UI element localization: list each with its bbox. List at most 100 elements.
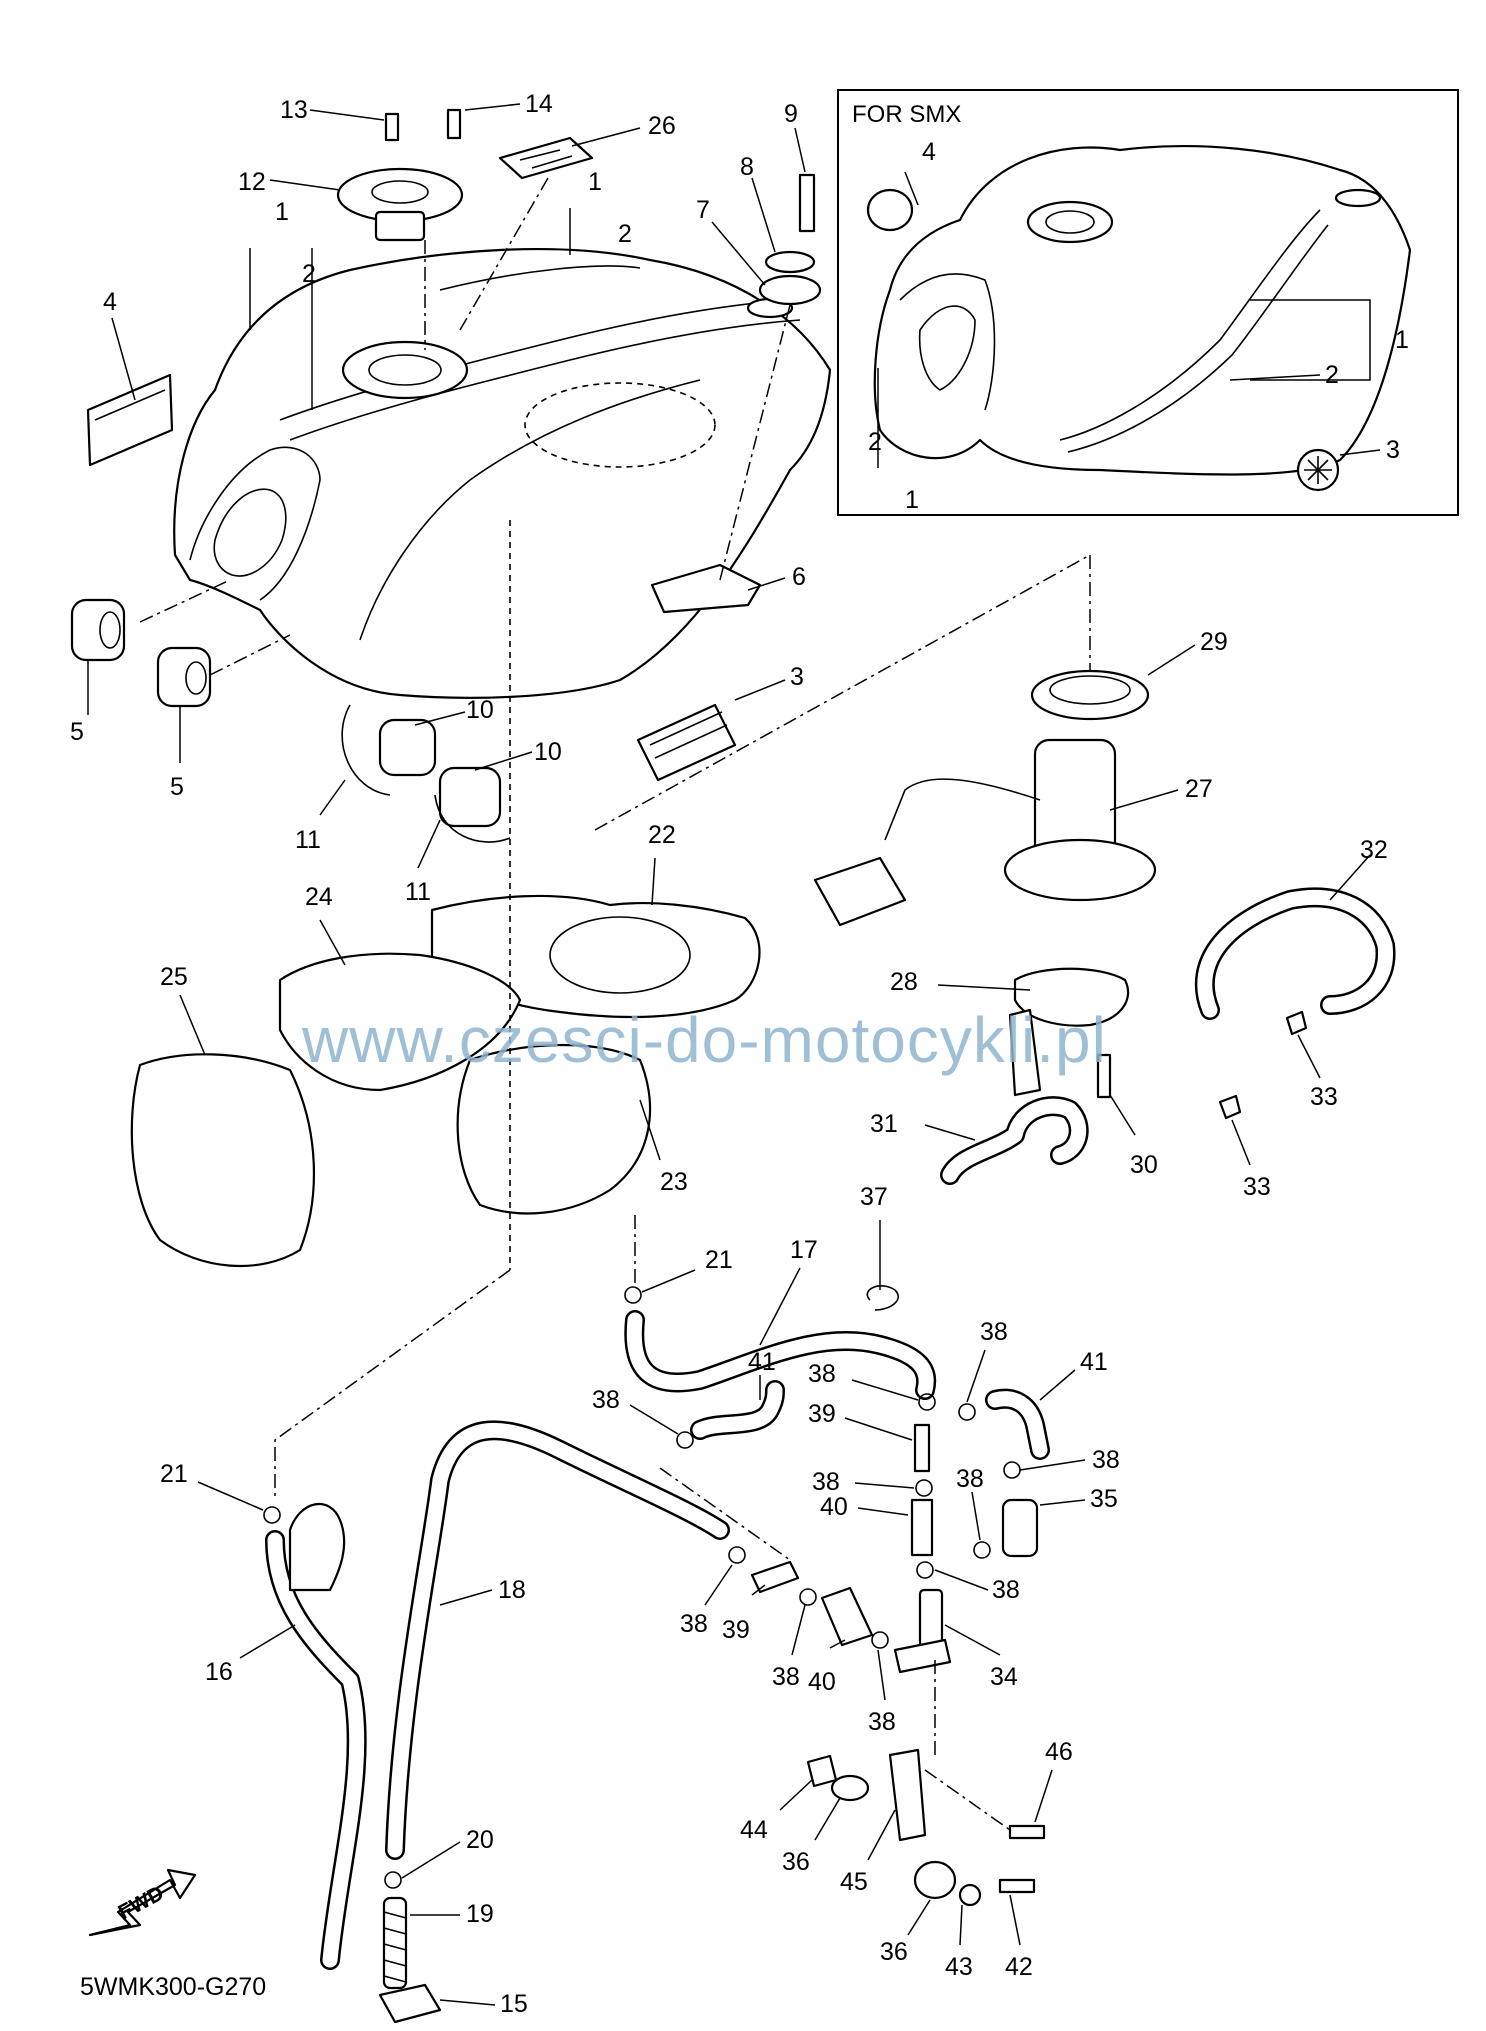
- smx-inset: FOR SMX: [837, 89, 1459, 516]
- fwd-arrow: FWD: [88, 1868, 197, 1937]
- callout-39-a: 39: [808, 1400, 836, 1428]
- callout-8: 8: [740, 153, 754, 181]
- clip-part-38-b: [958, 1403, 976, 1421]
- bolt-part-9: [798, 173, 816, 233]
- ring-nut-part-29-inner: [1049, 675, 1131, 705]
- clip-part-21-a: [624, 1286, 642, 1304]
- fuel-tank-side-contour: [359, 379, 701, 641]
- clip-part-10-b: [438, 766, 502, 828]
- ref-line-pump-diag: [594, 554, 1091, 831]
- heat-shield-set: [130, 894, 761, 1268]
- heat-shield-part-22-hole: [549, 916, 691, 994]
- callout-10-a: 10: [466, 696, 494, 724]
- fwd-arrow-shape: [88, 1868, 197, 1937]
- grommet-part-5-a-hole: [99, 611, 121, 649]
- clamp-set: [341, 704, 511, 843]
- clip-part-10-a: [378, 718, 437, 777]
- callout-33-b: 33: [1243, 1173, 1271, 1201]
- callout-1-a: 1: [275, 198, 289, 226]
- clip-part-21-b: [263, 1506, 281, 1524]
- clamp-part-11-a: [341, 704, 391, 796]
- smx-filler-opening: [1045, 210, 1095, 234]
- callout-45: 45: [840, 1868, 868, 1896]
- smx-stripe-a: [1059, 209, 1321, 441]
- callout-41-b: 41: [1080, 1348, 1108, 1376]
- callout-38-c: 38: [592, 1386, 620, 1414]
- callout-38-f: 38: [956, 1465, 984, 1493]
- fuel-filter-part-35: [1001, 1498, 1039, 1558]
- smx-callout-4: 4: [922, 138, 936, 166]
- heat-shield-part-22: [430, 894, 761, 1019]
- smx-callout-1-a: 1: [1395, 326, 1409, 354]
- label-part-26-lines: [519, 149, 573, 169]
- grommet-part-5-b: [156, 646, 212, 708]
- callout-2-b: 2: [618, 220, 632, 248]
- grommet-part-5-b-hole: [185, 661, 207, 695]
- clip-part-33-b: [1218, 1094, 1242, 1120]
- callout-2-a: 2: [302, 260, 316, 288]
- band-part-44: [806, 1754, 838, 1788]
- bolt-part-30: [1096, 1053, 1112, 1099]
- spring-part-19: [382, 1896, 408, 1990]
- smx-tank: [873, 144, 1412, 476]
- fuel-pump-outlet-pipe: [1008, 1008, 1042, 1097]
- smx-inset-title: FOR SMX: [852, 101, 961, 128]
- fwd-label: FWD: [115, 1882, 168, 1925]
- clip-part-38-j: [871, 1631, 889, 1649]
- hose-part-40-a: [910, 1498, 934, 1557]
- clamp-part-15: [378, 1983, 442, 2024]
- grommet-part-5-a: [70, 598, 126, 662]
- callout-3-a: 3: [790, 663, 804, 691]
- callout-13: 13: [280, 96, 308, 124]
- clamp-part-11-b: [434, 794, 511, 843]
- callout-10-b: 10: [534, 738, 562, 766]
- callout-25: 25: [160, 963, 188, 991]
- clip-part-33-a: [1285, 1010, 1308, 1036]
- callout-26: 26: [648, 112, 676, 140]
- callout-19: 19: [466, 1900, 494, 1928]
- emblem-part-3-lettering: [649, 711, 728, 759]
- watermark: www.czesci-do-motocykli.pl: [301, 1004, 1107, 1076]
- filler-cap-lock-body: [374, 210, 426, 242]
- heat-shield-part-24: [278, 952, 522, 1092]
- callout-27: 27: [1185, 775, 1213, 803]
- callout-6: 6: [792, 563, 806, 591]
- callout-4-a: 4: [103, 288, 117, 316]
- fuel-tank-pump-opening-hidden: [524, 382, 716, 468]
- fuel-line-fittings: [750, 1008, 1042, 1674]
- joint-part-39-b: [750, 1560, 800, 1594]
- damper-part-6: [650, 563, 762, 614]
- callout-labels: 13 14 26 12 1 2 1 2 9 8 7 4 5 5 6 3 10 1…: [70, 90, 1409, 2018]
- callout-18: 18: [498, 1576, 526, 1604]
- callout-32: 32: [1360, 836, 1388, 864]
- callout-11-b: 11: [405, 878, 431, 906]
- fuel-pump-assembly: [813, 669, 1157, 1099]
- fuel-tank-stripe-upper: [279, 299, 791, 421]
- clip-part-20: [384, 1871, 402, 1889]
- vent-hose-end-triangle: [288, 1502, 346, 1592]
- label-part-4: [86, 373, 174, 467]
- ref-line-label-26: [459, 177, 549, 331]
- fuel-level-float: [813, 856, 907, 927]
- label-part-4-edge: [94, 389, 166, 421]
- washer-part-43: [958, 1883, 982, 1907]
- callout-38-h: 38: [680, 1610, 708, 1638]
- callout-9: 9: [784, 100, 798, 128]
- ref-line-bolt-46: [924, 1769, 1011, 1831]
- filler-cap-center: [371, 180, 429, 204]
- bolt-part-13: [384, 112, 400, 142]
- callout-43: 43: [945, 1953, 973, 1981]
- smx-badge-part-4: [866, 188, 914, 232]
- callout-44: 44: [740, 1816, 768, 1844]
- fuel-tank-filler-opening: [368, 354, 442, 386]
- clip-part-38-a: [918, 1393, 936, 1411]
- spring-part-19-coils: [383, 1911, 407, 1983]
- callout-15: 15: [500, 1990, 528, 2018]
- callout-36-a: 36: [782, 1848, 810, 1876]
- joint-part-39-a: [913, 1423, 931, 1473]
- callout-38-i: 38: [772, 1663, 800, 1691]
- emblem-part-3: [636, 703, 737, 782]
- callout-46: 46: [1045, 1738, 1073, 1766]
- callout-34: 34: [990, 1663, 1018, 1691]
